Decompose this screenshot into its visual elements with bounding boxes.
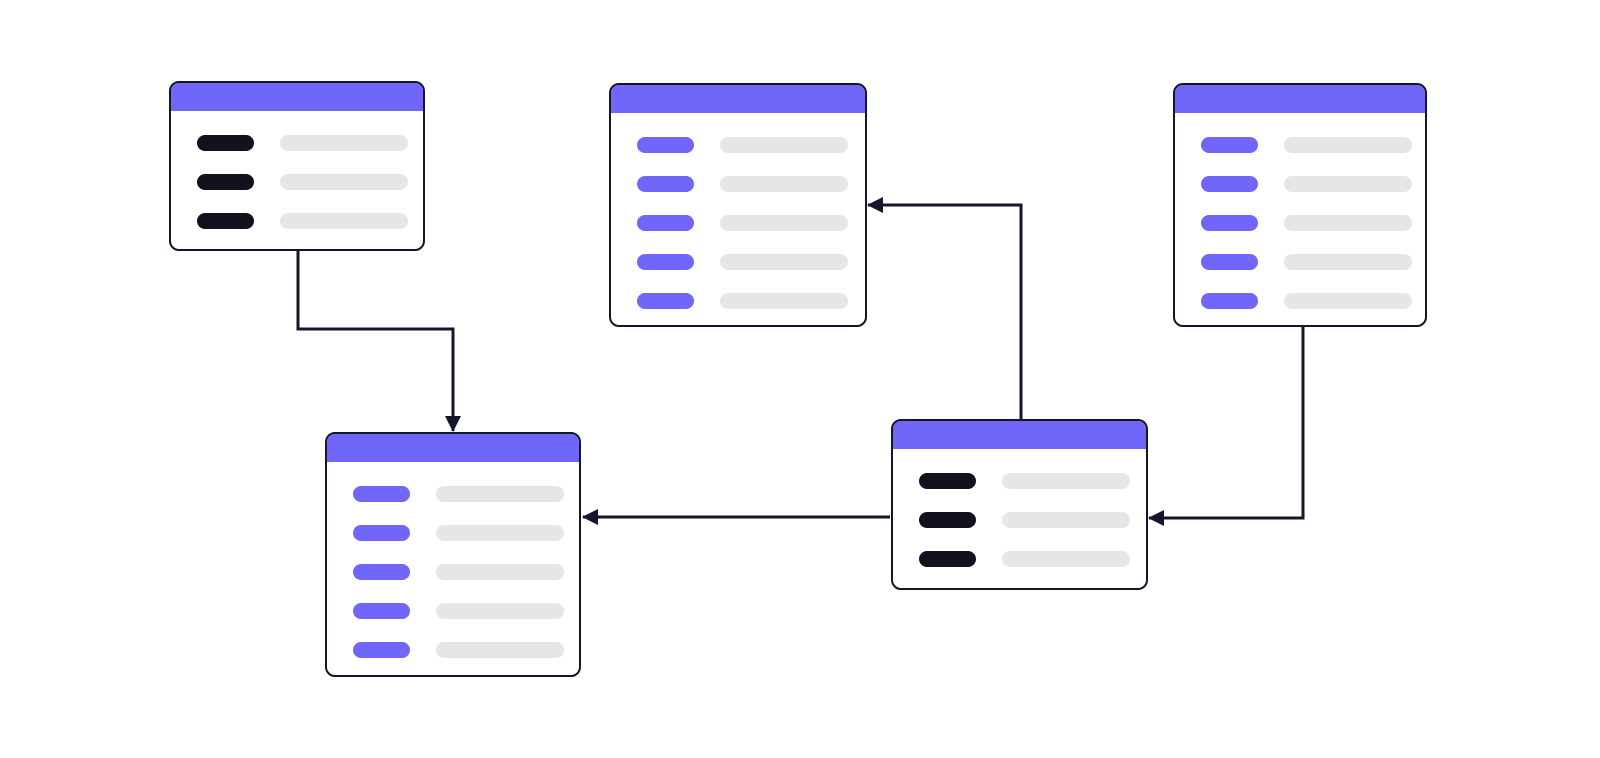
field-value-pill <box>720 137 848 153</box>
table-row <box>353 642 579 658</box>
edge-bottommiddle-to-topmiddle[interactable] <box>867 197 1023 420</box>
field-value-pill <box>1284 254 1412 270</box>
table-body <box>171 111 423 229</box>
field-key-pill <box>197 135 254 151</box>
field-value-pill <box>720 293 848 309</box>
field-key-pill <box>1201 176 1258 192</box>
table-row <box>919 551 1146 567</box>
field-value-pill <box>280 174 408 190</box>
table-row <box>197 174 423 190</box>
table-bottom-middle[interactable] <box>891 419 1148 590</box>
table-body <box>611 113 865 309</box>
table-row <box>637 176 865 192</box>
table-body <box>327 462 579 658</box>
table-header-bar <box>611 85 865 113</box>
table-row <box>637 293 865 309</box>
table-header-bar <box>171 83 423 111</box>
table-top-right[interactable] <box>1173 83 1427 327</box>
table-body <box>1175 113 1425 309</box>
table-row <box>919 512 1146 528</box>
field-key-pill <box>353 525 410 541</box>
table-top-middle[interactable] <box>609 83 867 327</box>
field-key-pill <box>637 176 694 192</box>
field-key-pill <box>1201 254 1258 270</box>
field-value-pill <box>1002 512 1130 528</box>
field-key-pill <box>353 486 410 502</box>
field-value-pill <box>1002 473 1130 489</box>
field-value-pill <box>280 213 408 229</box>
table-row <box>637 254 865 270</box>
table-row <box>1201 215 1425 231</box>
table-row <box>353 525 579 541</box>
field-key-pill <box>637 293 694 309</box>
field-key-pill <box>1201 137 1258 153</box>
field-key-pill <box>353 642 410 658</box>
field-value-pill <box>436 603 564 619</box>
field-value-pill <box>1284 215 1412 231</box>
table-header-bar <box>893 421 1146 449</box>
table-row <box>353 486 579 502</box>
table-row <box>637 215 865 231</box>
field-key-pill <box>919 473 976 489</box>
field-value-pill <box>280 135 408 151</box>
field-value-pill <box>1284 176 1412 192</box>
field-value-pill <box>720 176 848 192</box>
field-key-pill <box>637 137 694 153</box>
table-row <box>197 135 423 151</box>
field-key-pill <box>353 564 410 580</box>
table-row <box>1201 293 1425 309</box>
field-key-pill <box>919 512 976 528</box>
field-value-pill <box>1284 137 1412 153</box>
field-value-pill <box>436 525 564 541</box>
table-header-bar <box>327 434 579 462</box>
field-key-pill <box>197 174 254 190</box>
table-row <box>1201 176 1425 192</box>
table-header-bar <box>1175 85 1425 113</box>
table-row <box>1201 137 1425 153</box>
table-row <box>1201 254 1425 270</box>
field-value-pill <box>436 486 564 502</box>
field-key-pill <box>637 254 694 270</box>
field-key-pill <box>1201 215 1258 231</box>
field-value-pill <box>1284 293 1412 309</box>
field-key-pill <box>637 215 694 231</box>
table-row <box>353 603 579 619</box>
table-row <box>353 564 579 580</box>
field-value-pill <box>720 254 848 270</box>
field-value-pill <box>436 642 564 658</box>
table-top-left[interactable] <box>169 81 425 251</box>
field-key-pill <box>1201 293 1258 309</box>
field-value-pill <box>436 564 564 580</box>
edge-topright-to-bottommiddle[interactable] <box>1148 326 1305 526</box>
field-key-pill <box>353 603 410 619</box>
field-key-pill <box>919 551 976 567</box>
table-row <box>197 213 423 229</box>
table-row <box>637 137 865 153</box>
table-body <box>893 449 1146 567</box>
field-value-pill <box>720 215 848 231</box>
table-row <box>919 473 1146 489</box>
edge-topleft-to-bottomleft[interactable] <box>296 250 461 432</box>
field-value-pill <box>1002 551 1130 567</box>
table-bottom-left[interactable] <box>325 432 581 677</box>
field-key-pill <box>197 213 254 229</box>
